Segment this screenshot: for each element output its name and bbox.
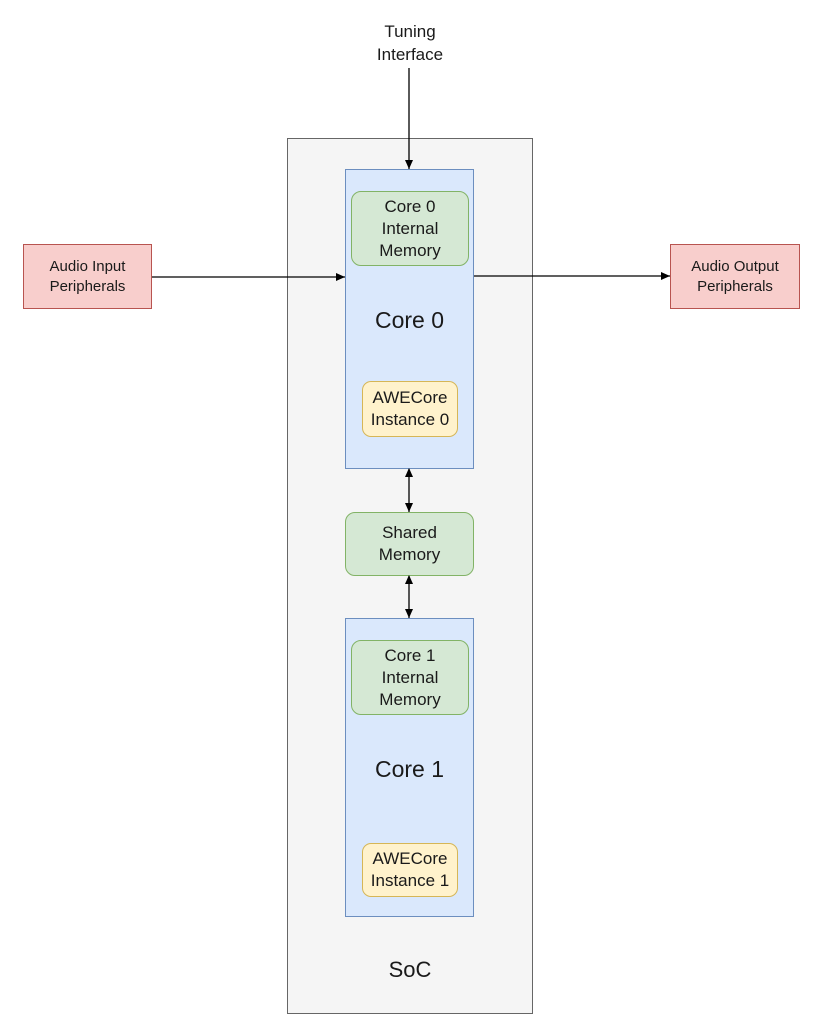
core1-memory-label: Core 1 Internal Memory [379, 645, 441, 709]
shared-memory-box: Shared Memory [345, 512, 474, 576]
audio-input-label: Audio Input Peripherals [49, 257, 126, 295]
audio-input-peripherals-box: Audio Input Peripherals [23, 244, 152, 309]
awecore-instance0-box: AWECore Instance 0 [362, 381, 458, 437]
core1-label: Core 1 [374, 756, 445, 782]
shared-memory-label: Shared Memory [378, 523, 441, 564]
awecore-instance1-box: AWECore Instance 1 [362, 843, 458, 897]
soc-label: SoC [388, 957, 432, 982]
core0-memory-label: Core 0 Internal Memory [379, 196, 441, 260]
core0-internal-memory-box: Core 0 Internal Memory [351, 191, 469, 266]
tuning-interface-label: Tuning Interface [376, 22, 444, 64]
core1-internal-memory-box: Core 1 Internal Memory [351, 640, 469, 715]
audio-output-label: Audio Output Peripherals [691, 257, 779, 295]
awecore-instance1-label: AWECore Instance 1 [370, 849, 450, 890]
audio-output-peripherals-box: Audio Output Peripherals [670, 244, 800, 309]
core0-label: Core 0 [374, 307, 445, 333]
awecore-instance0-label: AWECore Instance 0 [370, 388, 450, 429]
